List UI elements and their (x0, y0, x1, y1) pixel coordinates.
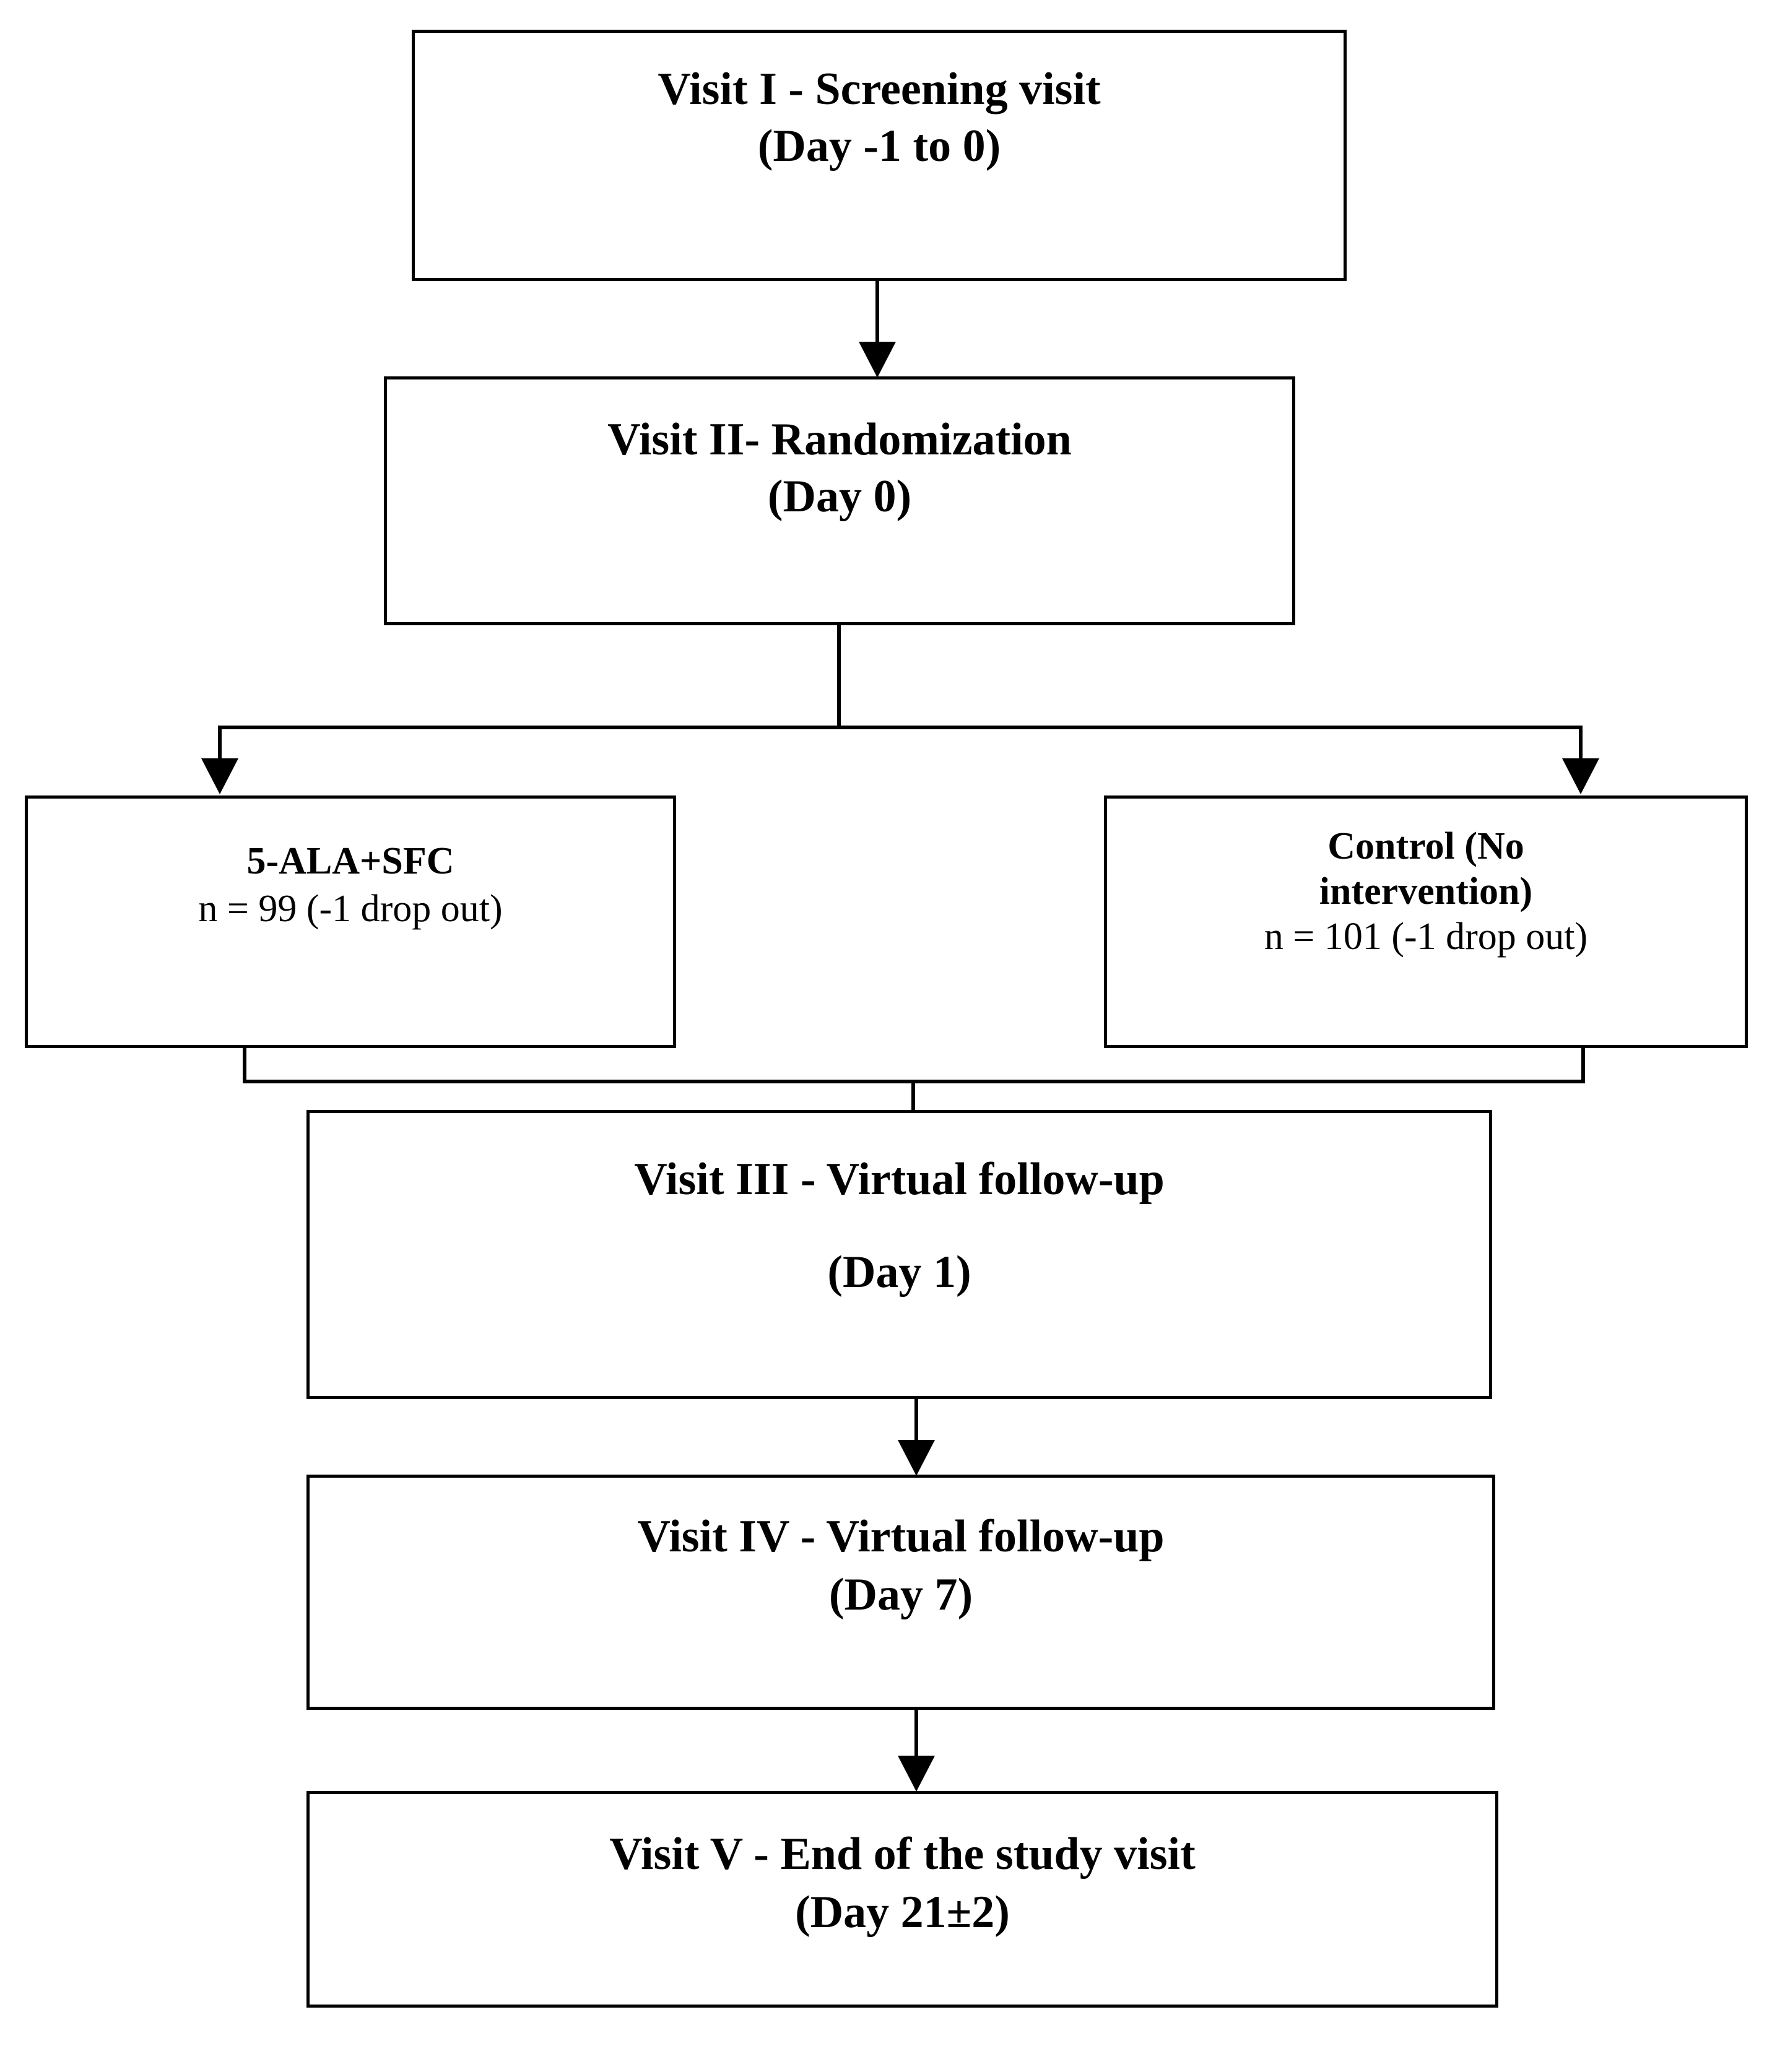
connector-visit4-to-visit5 (914, 1709, 918, 1757)
connector-merge-left-drop (243, 1045, 246, 1083)
node-arm-control: Control (No intervention) n = 101 (-1 dr… (1104, 795, 1748, 1048)
node-visit-2-line-2: (Day 0) (767, 470, 912, 522)
node-visit-2-line-1: Visit II- Randomization (607, 414, 1072, 465)
node-arm-treatment-line-1: 5-ALA+SFC (246, 840, 454, 882)
node-arm-treatment-line-2: n = 99 (-1 drop out) (198, 887, 503, 930)
node-visit-3-virtual-followup: Visit III - Virtual follow-up (Day 1) (306, 1110, 1492, 1399)
arrowhead-to-arm-treatment (201, 758, 238, 794)
connector-visit3-to-visit4 (914, 1398, 918, 1447)
node-visit-1-screening: Visit I - Screening visit (Day -1 to 0) (412, 30, 1347, 281)
connector-split-right-drop (1579, 726, 1583, 763)
connector-split-bar (220, 726, 1583, 729)
connector-merge-to-visit3 (911, 1080, 915, 1114)
arrowhead-visit1-to-visit2 (859, 342, 896, 378)
node-arm-control-line-3: n = 101 (-1 drop out) (1264, 915, 1588, 958)
arrowhead-visit3-to-visit4 (898, 1440, 935, 1476)
connector-visit1-to-visit2 (875, 281, 879, 349)
arrowhead-to-arm-control (1562, 758, 1599, 794)
node-visit-4-line-1: Visit IV - Virtual follow-up (637, 1511, 1165, 1562)
node-visit-5-line-2: (Day 21±2) (795, 1886, 1010, 1938)
node-visit-1-line-2: (Day -1 to 0) (757, 120, 1001, 171)
connector-split-left-drop (218, 726, 222, 763)
node-arm-control-line-2: intervention) (1319, 870, 1533, 912)
node-visit-4-line-2: (Day 7) (828, 1569, 973, 1620)
node-visit-5-line-1: Visit V - End of the study visit (609, 1829, 1196, 1879)
node-visit-3-line-2: (Day 1) (827, 1246, 971, 1298)
node-arm-treatment: 5-ALA+SFC n = 99 (-1 drop out) (25, 795, 676, 1048)
connector-visit2-stem (837, 625, 841, 729)
connector-merge-right-drop (1581, 1045, 1585, 1083)
arrowhead-visit4-to-visit5 (898, 1756, 935, 1792)
node-visit-2-randomization: Visit II- Randomization (Day 0) (384, 376, 1295, 625)
node-visit-4-virtual-followup: Visit IV - Virtual follow-up (Day 7) (306, 1475, 1495, 1710)
node-arm-control-line-1: Control (No (1327, 825, 1524, 867)
node-visit-5-end-of-study: Visit V - End of the study visit (Day 21… (306, 1791, 1498, 2008)
node-visit-1-line-1: Visit I - Screening visit (658, 64, 1101, 115)
node-visit-3-line-1: Visit III - Virtual follow-up (634, 1154, 1165, 1205)
